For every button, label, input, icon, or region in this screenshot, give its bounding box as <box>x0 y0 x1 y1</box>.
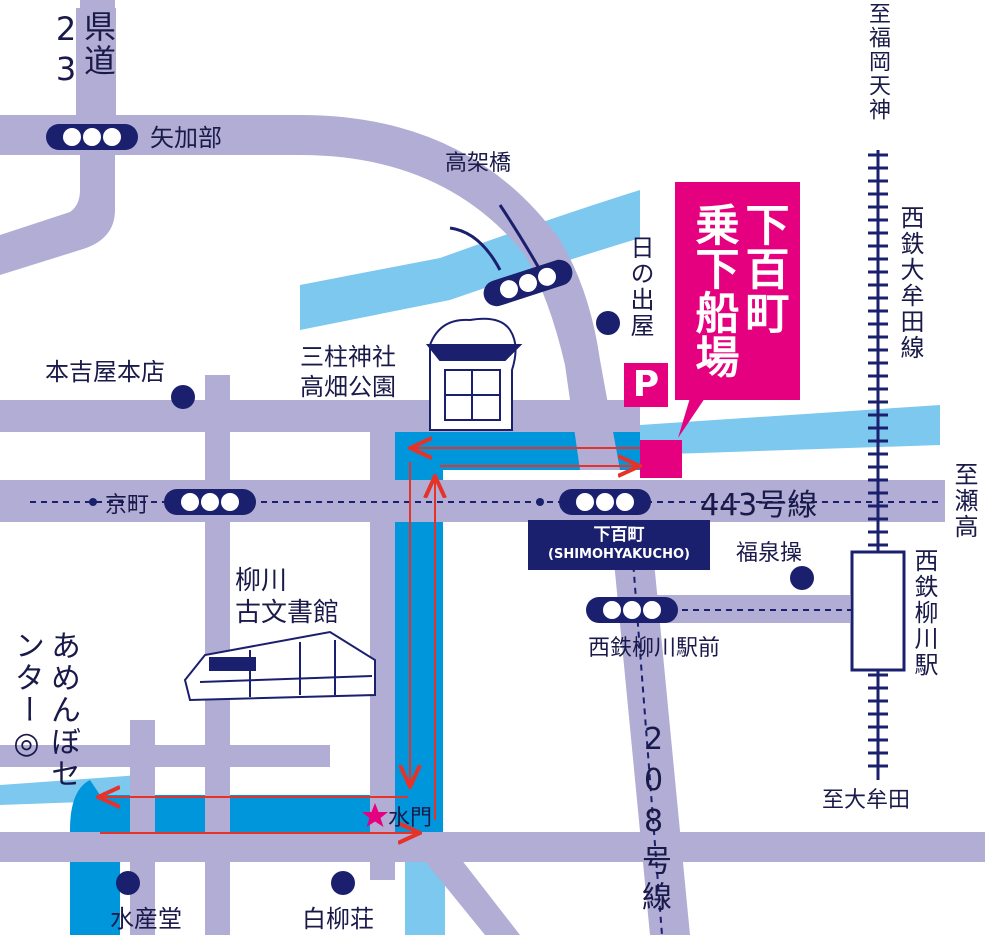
destination-marker <box>640 440 682 478</box>
label-prefectural-road: 県道23 <box>47 8 117 122</box>
label-to-setaka: 至瀬高 <box>950 462 978 540</box>
parking-icon: P <box>624 363 668 407</box>
label-shrine: 三柱神社 高畑公園 <box>300 343 396 401</box>
bus-stop-icon-ekimae <box>586 597 678 623</box>
destination-title-line2: 乗下船場 <box>687 202 739 378</box>
bus-stop-label-en: (SHIMOHYAKUCHO) <box>548 547 690 562</box>
destination-pointer <box>678 398 705 438</box>
label-ekimae: 西鉄柳川駅前 <box>588 636 720 661</box>
label-hinodeya: 日の出屋 <box>626 235 654 339</box>
label-takakakebashi: 高架橋 <box>445 151 511 176</box>
shimohyakucho-small-dot <box>536 498 544 506</box>
label-suisando: 水産堂 <box>110 905 182 933</box>
suimon-star-icon <box>362 803 388 827</box>
label-kyomachi: 京町 <box>105 493 149 518</box>
station-box <box>850 550 906 672</box>
shirayanagiso-dot <box>331 871 355 895</box>
bus-stop-label-shimohyakucho: 下百町 (SHIMOHYAKUCHO) <box>528 520 710 570</box>
label-motoyoshiya: 本吉屋本店 <box>45 358 165 386</box>
shrine-icon <box>425 317 523 431</box>
bridge-icon <box>449 204 542 271</box>
label-yakabe: 矢加部 <box>150 124 222 152</box>
hinodeya-dot <box>596 311 620 335</box>
motoyoshiya-dot <box>171 385 195 409</box>
suisando-dot <box>116 871 140 895</box>
label-route-443: 443号線 <box>700 488 817 523</box>
route-arrows <box>100 448 640 833</box>
label-to-omuta: 至大牟田 <box>822 788 910 813</box>
fukusensou-dot <box>790 566 814 590</box>
bus-stop-icon-yakabe <box>46 124 138 150</box>
railway <box>850 150 906 780</box>
kyomachi-small-dot <box>89 498 97 506</box>
label-suimon: 水門 <box>388 806 432 831</box>
archives-building-icon <box>183 630 376 702</box>
river-light <box>0 190 940 935</box>
destination-title-line1: 下百町 <box>737 202 789 334</box>
bus-line <box>30 501 940 935</box>
label-archives: 柳川 古文書館 <box>235 566 340 628</box>
bus-stop-icon-shimohyakucho <box>559 489 651 515</box>
label-rail-line: 西鉄大牟田線 <box>896 205 924 361</box>
landmark-dots <box>89 311 814 895</box>
destination-callout: 下百町 乗下船場 <box>675 182 800 400</box>
bus-stop-icon-kyomachi <box>164 489 256 515</box>
label-shirayanagiso: 白柳荘 <box>302 905 374 933</box>
label-amenbo: あめんぼセンター◎ <box>9 630 80 790</box>
label-station: 西鉄柳川駅 <box>910 548 938 678</box>
label-to-fukuoka: 至福岡天神 <box>865 2 890 122</box>
label-fukusensou: 福泉操 <box>736 541 802 566</box>
label-route-208: 208号線 <box>636 722 671 917</box>
bus-stop-label-jp: 下百町 <box>593 525 645 545</box>
